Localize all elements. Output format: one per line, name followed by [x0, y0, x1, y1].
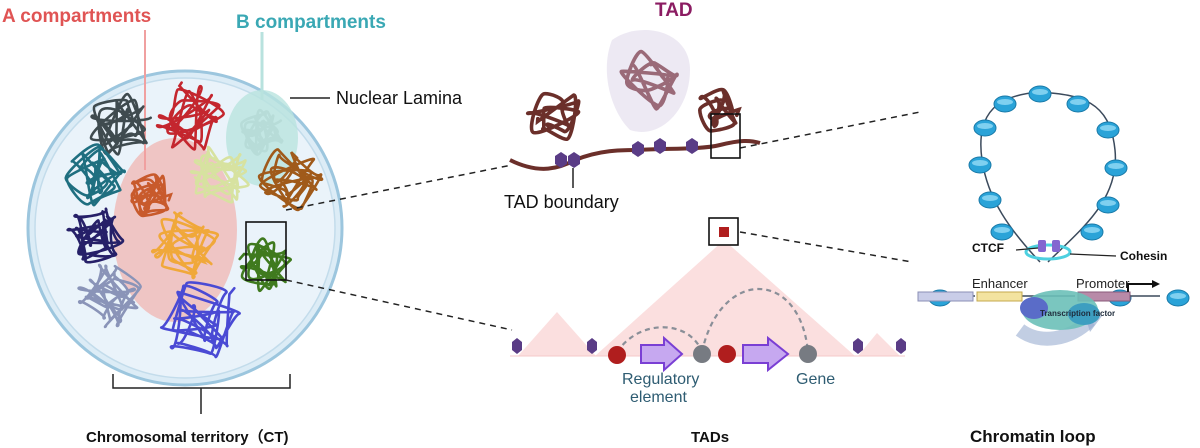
gene-label: Gene [796, 371, 835, 388]
chromatin-loop-panel [917, 85, 1190, 346]
nuclear-lamina-label: Nuclear Lamina [336, 88, 463, 108]
chromosome-territory [77, 263, 142, 328]
tad-boundary-marker [654, 138, 666, 154]
tad-boundary-marker [686, 138, 698, 154]
regulatory-label-line1: Regulatory [622, 371, 699, 388]
contact-boundary-marker [587, 338, 597, 354]
chromosome-territory [66, 207, 124, 264]
contact-boundary-marker [512, 338, 522, 354]
contact-triangle-small [518, 312, 596, 356]
chromosome-territory [64, 143, 127, 207]
transcription-factor-subunit [1020, 297, 1048, 319]
contact-triangle-large [595, 240, 855, 356]
contact-triangle-small-right [858, 333, 900, 356]
nucleosome [1096, 121, 1120, 139]
nucleosome [990, 223, 1014, 241]
tad-loops [526, 49, 742, 141]
cohesin-ring [1024, 243, 1072, 261]
cohesin-label: Cohesin [1120, 249, 1167, 263]
interaction-arc [616, 326, 704, 353]
chromosome-territory [156, 81, 225, 151]
chromosome-territory [240, 108, 284, 156]
tss-arrow [1127, 283, 1152, 292]
transcription-factor-label: Transcription factor [1040, 309, 1115, 318]
nucleosome [993, 95, 1017, 113]
nucleosome [968, 156, 992, 174]
zoom-line-loop-top [739, 111, 921, 149]
contact-boundary-marker [853, 338, 863, 354]
chromosome-territory [150, 211, 219, 279]
zoom-line-loop-bottom [739, 231, 913, 263]
regulatory-label-line2: element [630, 389, 687, 406]
tad-boundary-marker [555, 152, 567, 168]
chromosome-territory [189, 146, 250, 204]
regulatory-element-dot [718, 345, 736, 363]
nucleosomes [928, 85, 1190, 307]
enhancer-segment [976, 291, 1023, 302]
zoom-box-tad [710, 113, 741, 159]
tad-title: TAD [655, 0, 693, 21]
loop-caption: Chromatin loop [970, 427, 1096, 446]
nucleus-panel [26, 30, 344, 414]
chromosome-territory [90, 92, 152, 156]
chromosome-territory [130, 173, 174, 218]
ct-caption: Chromosomal territory（CT) [86, 428, 289, 446]
tad-loop [526, 91, 581, 141]
tad-boundary-marker [632, 141, 644, 157]
gene-dot [693, 345, 711, 363]
tads-caption: TADs [691, 429, 729, 446]
zoom-line-top [285, 164, 513, 211]
regulatory-element-dot [608, 346, 626, 364]
b-compartments-label: B compartments [236, 12, 386, 33]
tad-boundary-marker [568, 152, 580, 168]
ctcf-protein [1052, 240, 1060, 252]
chromosome-blobs [64, 81, 324, 359]
tad-highlight [606, 30, 690, 132]
tad-loop [619, 49, 679, 111]
direction-arrow [742, 335, 790, 373]
gene-dot [799, 345, 817, 363]
direction-arrow [640, 335, 684, 373]
loop-label-pointers [1015, 247, 1117, 257]
a-compartments-label: A compartments [2, 6, 151, 27]
tss-arrowhead [1152, 280, 1160, 288]
nucleosome [978, 191, 1002, 209]
tad-contact-map [510, 217, 906, 373]
ctcf-protein [1038, 240, 1046, 252]
chromosome-territory [238, 237, 292, 292]
tad-boundary-label: TAD boundary [504, 192, 619, 212]
zoom-box-ct [245, 221, 287, 281]
nucleosome [1066, 95, 1090, 113]
nucleosome [1096, 196, 1120, 214]
nucleosome [1166, 289, 1190, 307]
transcription-factor-subunit [1068, 303, 1100, 325]
tad-loop [697, 87, 742, 133]
chromosome-territory [258, 148, 324, 211]
zoom-line-bottom [285, 279, 513, 331]
dna-segment [917, 291, 974, 302]
ct-bracket [112, 374, 291, 414]
nucleosome [1080, 223, 1104, 241]
promoter-label: Promoter [1076, 276, 1130, 291]
nucleosome [973, 119, 997, 137]
ctcf-label: CTCF [972, 241, 1004, 255]
nucleosome [1104, 159, 1128, 177]
tad-chain [509, 30, 761, 188]
nucleosome [1028, 85, 1052, 103]
enhancer-label: Enhancer [972, 276, 1028, 291]
contact-boundary-marker [896, 338, 906, 354]
chromosome-territory [160, 281, 241, 359]
contact-pixel [719, 227, 729, 237]
interaction-arc [700, 287, 810, 353]
